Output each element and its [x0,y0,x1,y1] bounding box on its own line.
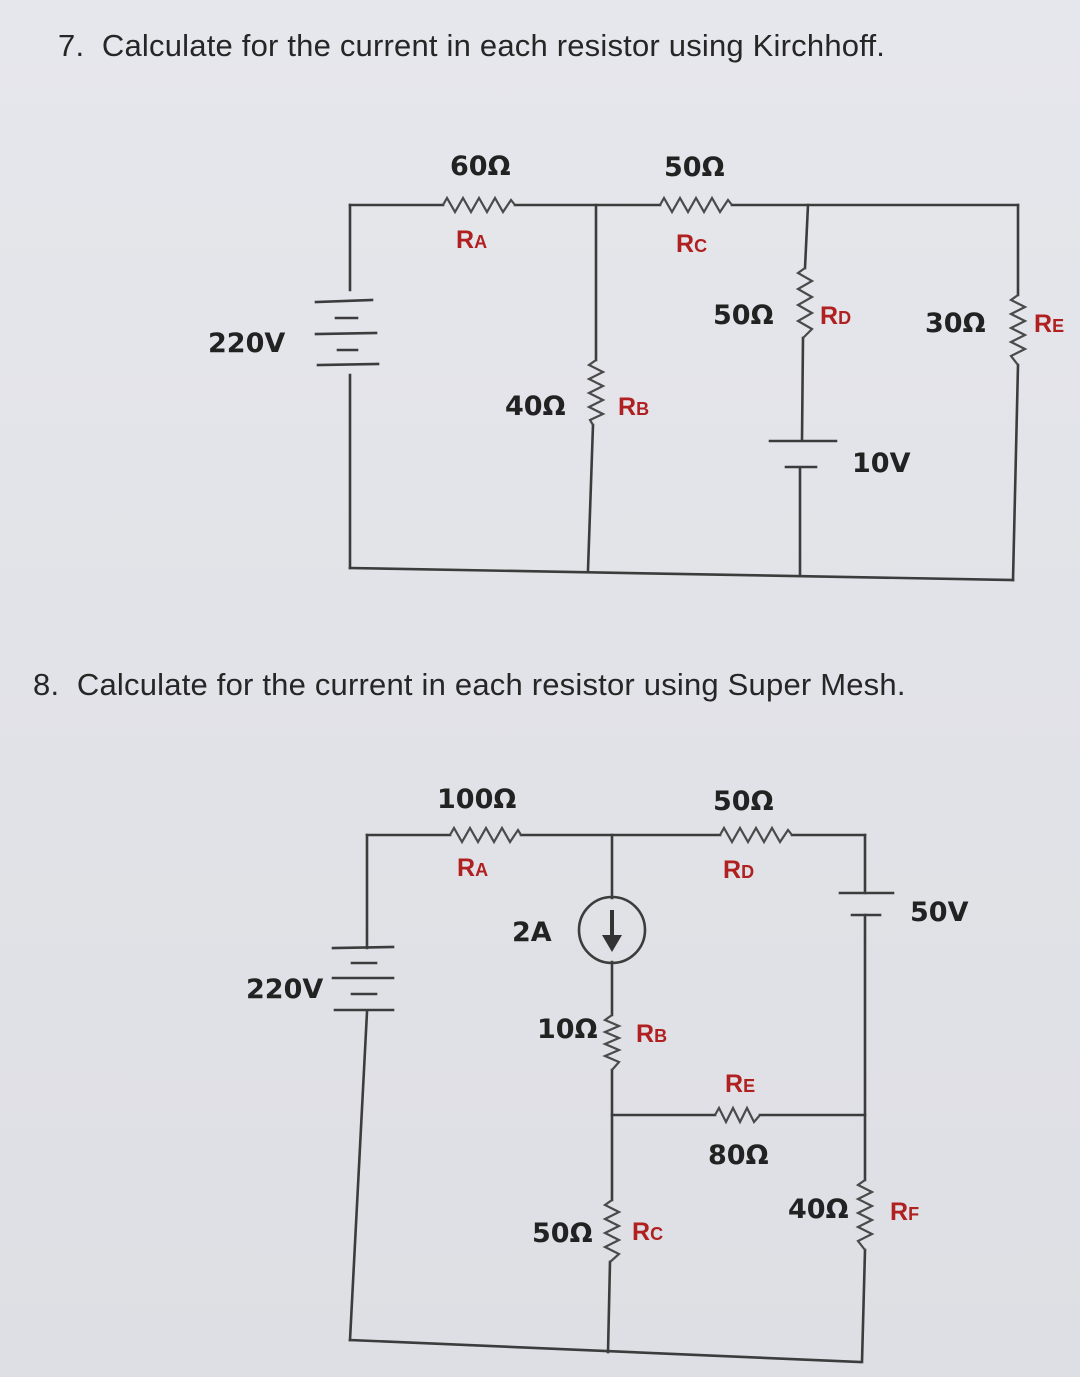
c8-resistor-ra: 100Ω RA [437,784,522,882]
c7-source-220v-label: 220V [208,328,285,359]
c8-rf-value: 40Ω [788,1194,849,1225]
c8-rb-value: 10Ω [537,1014,598,1045]
c8-rc-label: RC [632,1218,663,1246]
c8-current-source-circle [577,895,647,965]
question-7: 7. Calculate for the current in each res… [58,28,885,64]
c7-rb-label: RB [618,393,649,421]
c8-source-50v-label: 50V [910,897,969,928]
circuit-7: 220V 60Ω RA 50Ω RC 50Ω RD 30Ω RE [208,151,1064,582]
question-8: 8. Calculate for the current in each res… [33,667,906,703]
c8-rc-value: 50Ω [532,1218,593,1249]
c8-re-label: RE [725,1070,755,1098]
c7-bottom-wire [348,566,1015,582]
question-8-text: Calculate for the current in each resist… [76,667,906,702]
c7-resistor-rc: 50Ω RC [659,152,733,258]
c8-bottom-wire [348,1338,862,1364]
c7-right-wire [1011,203,1020,582]
c8-source-2a-label: 2A [512,917,552,948]
circuit-8: 220V 100Ω RA 50Ω RD 50V 2A [246,784,969,1364]
c8-rd-label: RD [723,856,754,884]
c7-re-value: 30Ω [925,308,986,339]
c8-resistor-rc: 50Ω RC [532,1199,663,1263]
c8-resistor-rb: 10Ω RB [537,1014,667,1071]
arrow-head-icon [602,935,622,952]
question-7-number: 7. [58,28,85,63]
c8-resistor-rf: 40Ω RF [788,1179,919,1251]
c7-resistor-re: 30Ω RE [925,294,1064,366]
c8-rf-label: RF [890,1198,919,1226]
c7-ra-label: RA [456,226,487,254]
c8-right-wire [860,833,867,1364]
c7-resistor-ra: 60Ω RA [442,151,516,254]
question-8-number: 8. [33,667,60,702]
c7-rb-value: 40Ω [505,391,566,422]
c7-source-10v-label: 10V [852,448,911,479]
c8-battery-50v: 50V [838,891,969,928]
c8-rd-value: 50Ω [713,786,774,817]
c7-resistor-rb: 40Ω RB [505,359,649,426]
c7-rb-branch-wire [586,203,598,572]
c8-current-source-2a: 2A [512,895,647,965]
c7-re-label: RE [1034,310,1064,338]
c7-resistor-rd: 50Ω RD [713,267,851,339]
c8-source-220v-label: 220V [246,974,323,1005]
c8-battery-220v: 220V [246,945,395,1012]
c8-middle-wire [606,833,614,1354]
c8-resistor-rd: 50Ω RD [713,786,793,884]
c7-rd-label: RD [820,302,851,330]
c8-ra-value: 100Ω [437,784,516,815]
c7-ra-value: 60Ω [450,151,511,182]
c8-resistor-re: RE 80Ω [708,1070,769,1171]
c7-battery-220v: 220V [208,298,380,367]
c7-rd-branch-wire [798,203,810,577]
c7-rc-label: RC [676,230,707,258]
c8-ra-label: RA [457,854,488,882]
c8-left-wire [348,833,369,1342]
c7-rd-value: 50Ω [713,300,774,331]
c7-battery-10v: 10V [768,439,911,479]
question-7-text: Calculate for the current in each resist… [101,28,886,63]
c8-rb-label: RB [636,1020,667,1048]
c8-re-value: 80Ω [708,1140,769,1171]
c7-rc-value: 50Ω [664,152,725,183]
